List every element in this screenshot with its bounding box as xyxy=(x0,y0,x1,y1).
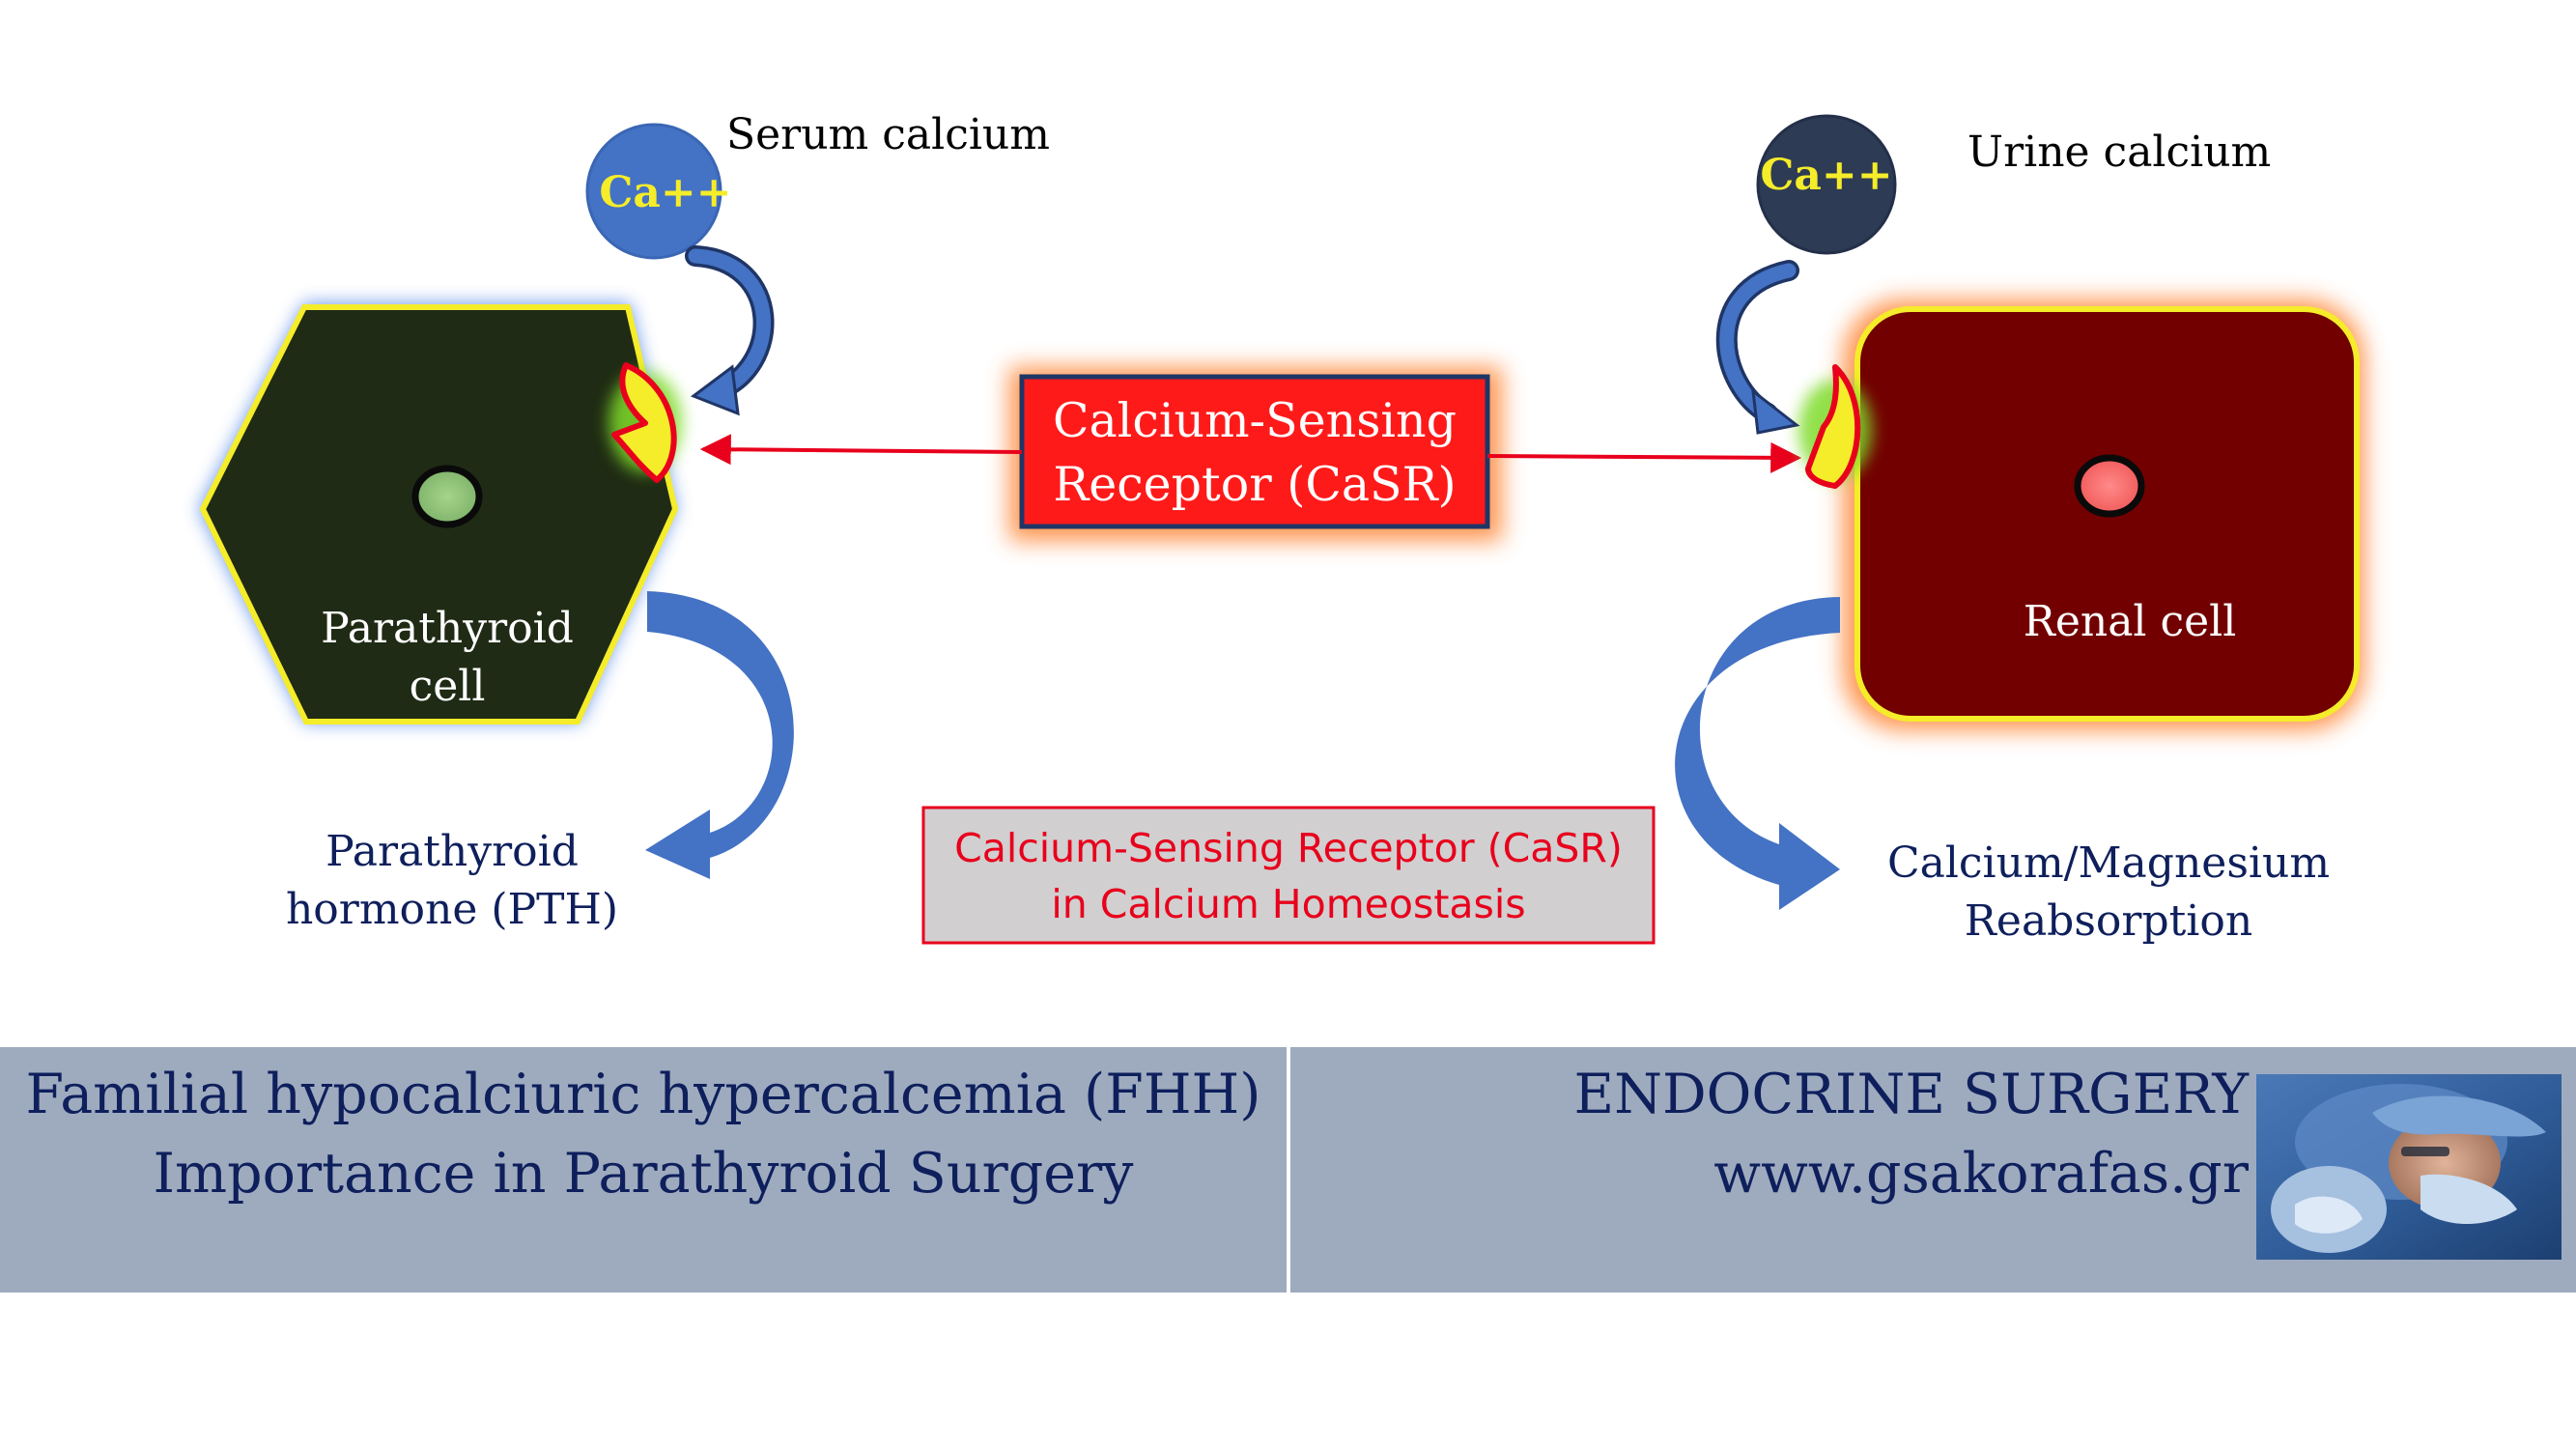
reabsorption-label-2: Reabsorption xyxy=(1965,896,2252,946)
serum-calcium-ion: Ca++ xyxy=(585,123,732,260)
casr-receptor-box: Calcium-Sensing Receptor (CaSR) xyxy=(1009,367,1502,541)
parathyroid-cell-label-2: cell xyxy=(410,662,486,711)
parathyroid-nucleus xyxy=(411,465,483,528)
pth-output-arrow xyxy=(645,591,794,879)
casr-to-parathyroid-arrow xyxy=(699,434,1023,466)
casr-to-renal-arrow xyxy=(1486,441,1802,473)
parathyroid-casr-receptor xyxy=(609,362,682,483)
caption-line-1: Calcium-Sensing Receptor (CaSR) xyxy=(954,825,1623,871)
renal-nucleus xyxy=(2074,454,2145,518)
casr-caption-box: Calcium-Sensing Receptor (CaSR) in Calci… xyxy=(921,806,1656,945)
parathyroid-cell-label-1: Parathyroid xyxy=(321,604,574,653)
footer-title-panel xyxy=(0,1047,1287,1293)
urine-calcium-ion: Ca++ xyxy=(1756,114,1897,255)
serum-ion-label: Ca++ xyxy=(599,168,731,217)
footer-title-line-2: Importance in Parathyroid Surgery xyxy=(153,1142,1134,1206)
casr-box-line-1: Calcium-Sensing xyxy=(1053,393,1457,448)
pth-label-1: Parathyroid xyxy=(326,827,579,876)
urine-to-receptor-arrow xyxy=(1715,260,1800,435)
renal-casr-receptor xyxy=(1798,364,1872,489)
footer-brand-line-1: ENDOCRINE SURGERY xyxy=(1573,1063,2249,1126)
receptor-shape-left xyxy=(611,362,677,483)
caption-line-2: in Calcium Homeostasis xyxy=(1051,881,1525,927)
footer-website-link[interactable]: www.gsakorafas.gr xyxy=(1713,1142,2249,1206)
pth-label-2: hormone (PTH) xyxy=(286,885,618,934)
surgeon-photo xyxy=(2256,1074,2562,1260)
footer-divider xyxy=(1287,1047,1290,1293)
receptor-shape-right xyxy=(1805,364,1861,489)
urine-ion-label: Ca++ xyxy=(1760,151,1892,200)
renal-cell-label: Renal cell xyxy=(2024,597,2237,646)
serum-calcium-label: Serum calcium xyxy=(726,110,1050,159)
reabsorption-label-1: Calcium/Magnesium xyxy=(1887,838,2330,888)
reabsorption-output-arrow xyxy=(1675,597,1840,910)
serum-to-receptor-arrow xyxy=(685,245,775,416)
urine-calcium-label: Urine calcium xyxy=(1967,128,2271,177)
parathyroid-cell: Parathyroid cell xyxy=(199,303,679,724)
renal-cell: Renal cell xyxy=(1843,299,2364,730)
footer-title-line-1: Familial hypocalciuric hypercalcemia (FH… xyxy=(25,1063,1261,1126)
casr-box-line-2: Receptor (CaSR) xyxy=(1053,457,1456,512)
